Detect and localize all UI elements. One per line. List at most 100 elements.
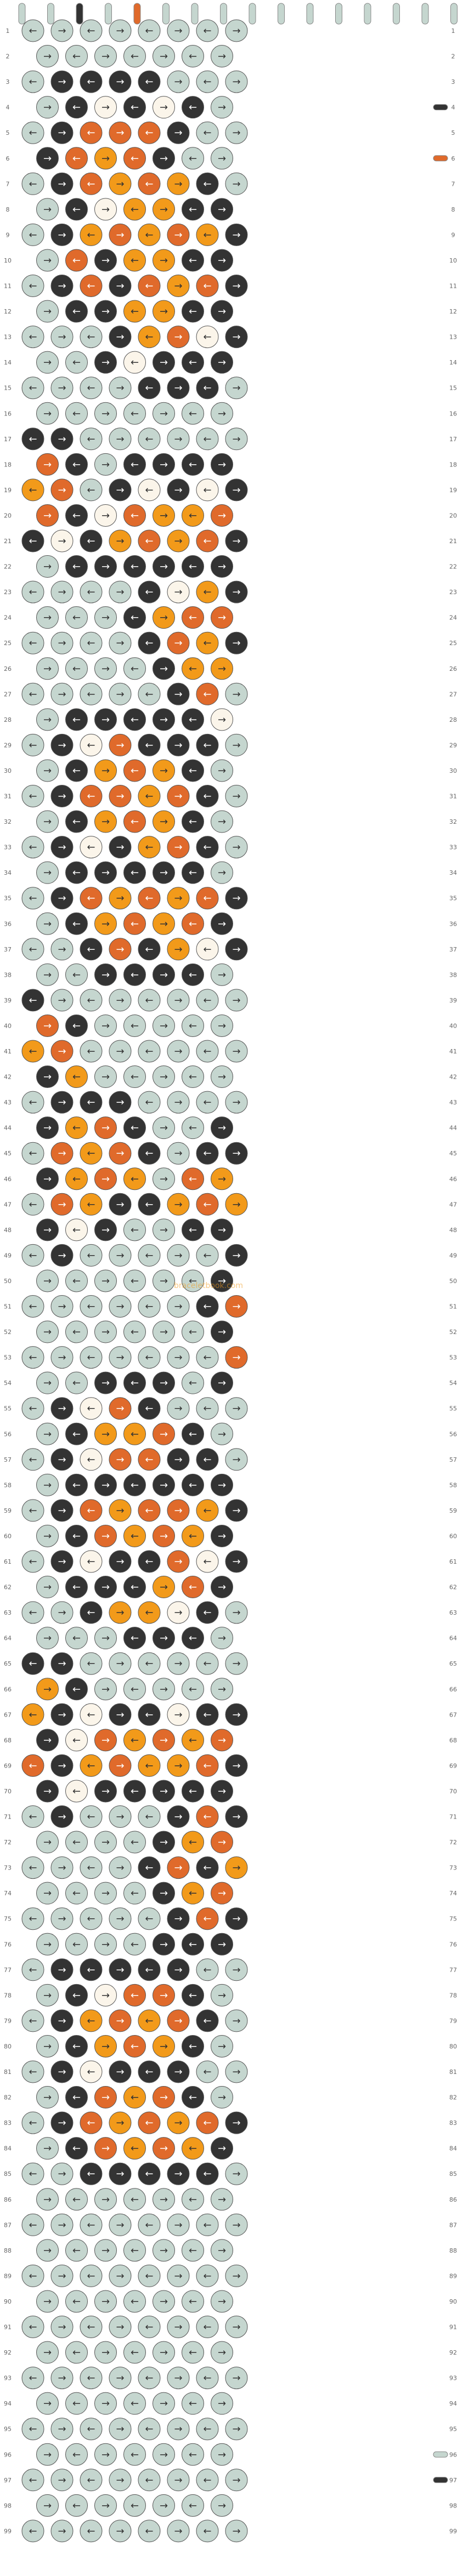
knot	[196, 989, 219, 1012]
string-top	[450, 3, 458, 25]
row-number-left: 93	[4, 2375, 12, 2382]
knot	[225, 1142, 248, 1165]
knot	[182, 1933, 204, 1956]
knot	[196, 529, 219, 552]
arrow-right-icon: →	[218, 1479, 226, 1491]
arrow-right-icon: →	[101, 1122, 110, 1134]
knot	[211, 96, 233, 119]
arrow-left-icon: ←	[145, 2117, 153, 2129]
row-number-left: 27	[4, 691, 12, 698]
arrow-right-icon: →	[116, 2424, 124, 2435]
arrow-right-icon: →	[174, 434, 182, 445]
row-number-right: 40	[449, 1022, 457, 1029]
knot	[50, 1448, 74, 1471]
arrow-left-icon: ←	[72, 2143, 81, 2155]
knot	[196, 1550, 219, 1573]
arrow-right-icon: →	[101, 2296, 110, 2307]
knot	[182, 2188, 204, 2211]
arrow-left-icon: ←	[189, 153, 197, 164]
arrow-left-icon: ←	[131, 459, 139, 470]
arrow-right-icon: →	[43, 2296, 52, 2307]
knot	[196, 2316, 219, 2338]
arrow-right-icon: →	[174, 2424, 182, 2435]
row-number-right: 60	[449, 1532, 457, 1540]
row-number-left: 63	[4, 1609, 12, 1616]
arrow-right-icon: →	[116, 25, 124, 37]
arrow-right-icon: →	[116, 1454, 124, 1466]
string-tops	[18, 3, 458, 25]
arrow-right-icon: →	[218, 1633, 226, 1644]
arrow-right-icon: →	[58, 2066, 66, 2078]
arrow-left-icon: ←	[131, 1428, 139, 1440]
arrow-right-icon: →	[174, 2373, 182, 2384]
arrow-left-icon: ←	[29, 2475, 37, 2486]
knot	[211, 402, 233, 425]
arrow-right-icon: →	[58, 1760, 66, 1771]
row-number-right: 6	[451, 155, 455, 162]
knot	[50, 2060, 74, 2083]
knot	[21, 733, 44, 756]
arrow-right-icon: →	[160, 2194, 168, 2205]
arrow-left-icon: ←	[203, 2373, 211, 2384]
string-top	[162, 3, 170, 25]
arrow-left-icon: ←	[29, 791, 37, 802]
arrow-left-icon: ←	[203, 1964, 211, 1976]
arrow-left-icon: ←	[72, 1173, 81, 1185]
arrow-right-icon: →	[160, 459, 168, 470]
arrow-right-icon: →	[101, 816, 110, 828]
arrow-right-icon: →	[116, 842, 124, 853]
string-top	[393, 3, 400, 25]
row-number-left: 97	[4, 2477, 12, 2484]
row-number-right: 30	[449, 767, 457, 774]
arrow-left-icon: ←	[72, 1633, 81, 1644]
arrow-left-icon: ←	[29, 332, 37, 343]
knot	[153, 1933, 175, 1956]
knot	[182, 300, 204, 323]
knot	[36, 1473, 59, 1496]
knot	[123, 1831, 146, 1854]
arrow-left-icon: ←	[87, 1811, 95, 1823]
knot	[50, 1397, 74, 1420]
knot	[225, 1652, 248, 1675]
knot	[225, 223, 248, 246]
knot	[109, 70, 132, 93]
knot	[65, 1831, 88, 1854]
arrow-left-icon: ←	[87, 2475, 95, 2486]
arrow-left-icon: ←	[87, 1760, 95, 1771]
arrow-left-icon: ←	[87, 791, 95, 802]
knot	[65, 402, 88, 425]
knot	[50, 2316, 74, 2338]
arrow-left-icon: ←	[145, 637, 153, 649]
knot	[153, 708, 175, 731]
arrow-right-icon: →	[174, 2475, 182, 2486]
knot	[153, 45, 175, 68]
knot	[80, 326, 103, 349]
knot	[94, 1882, 117, 1905]
arrow-right-icon: →	[232, 1913, 240, 1925]
knot	[21, 785, 44, 807]
knot	[211, 1678, 233, 1701]
knot	[109, 172, 132, 195]
knot	[182, 2290, 204, 2313]
knot	[94, 1269, 117, 1292]
knot	[153, 2494, 175, 2517]
arrow-right-icon: →	[232, 2526, 240, 2537]
knot	[80, 1601, 103, 1624]
arrow-right-icon: →	[101, 1072, 110, 1083]
knot	[123, 1116, 146, 1139]
knot	[94, 1218, 117, 1241]
knot	[50, 1907, 74, 1930]
knot	[36, 1422, 59, 1445]
arrow-left-icon: ←	[72, 255, 81, 266]
arrow-right-icon: →	[232, 25, 240, 37]
arrow-left-icon: ←	[29, 1454, 37, 1466]
arrow-left-icon: ←	[203, 2526, 211, 2537]
arrow-left-icon: ←	[72, 612, 81, 624]
knot	[21, 275, 44, 297]
arrow-left-icon: ←	[203, 76, 211, 88]
knot	[138, 326, 161, 349]
knot	[167, 1244, 190, 1267]
knot	[153, 147, 175, 170]
arrow-right-icon: →	[160, 1684, 168, 1695]
arrow-right-icon: →	[174, 535, 182, 547]
